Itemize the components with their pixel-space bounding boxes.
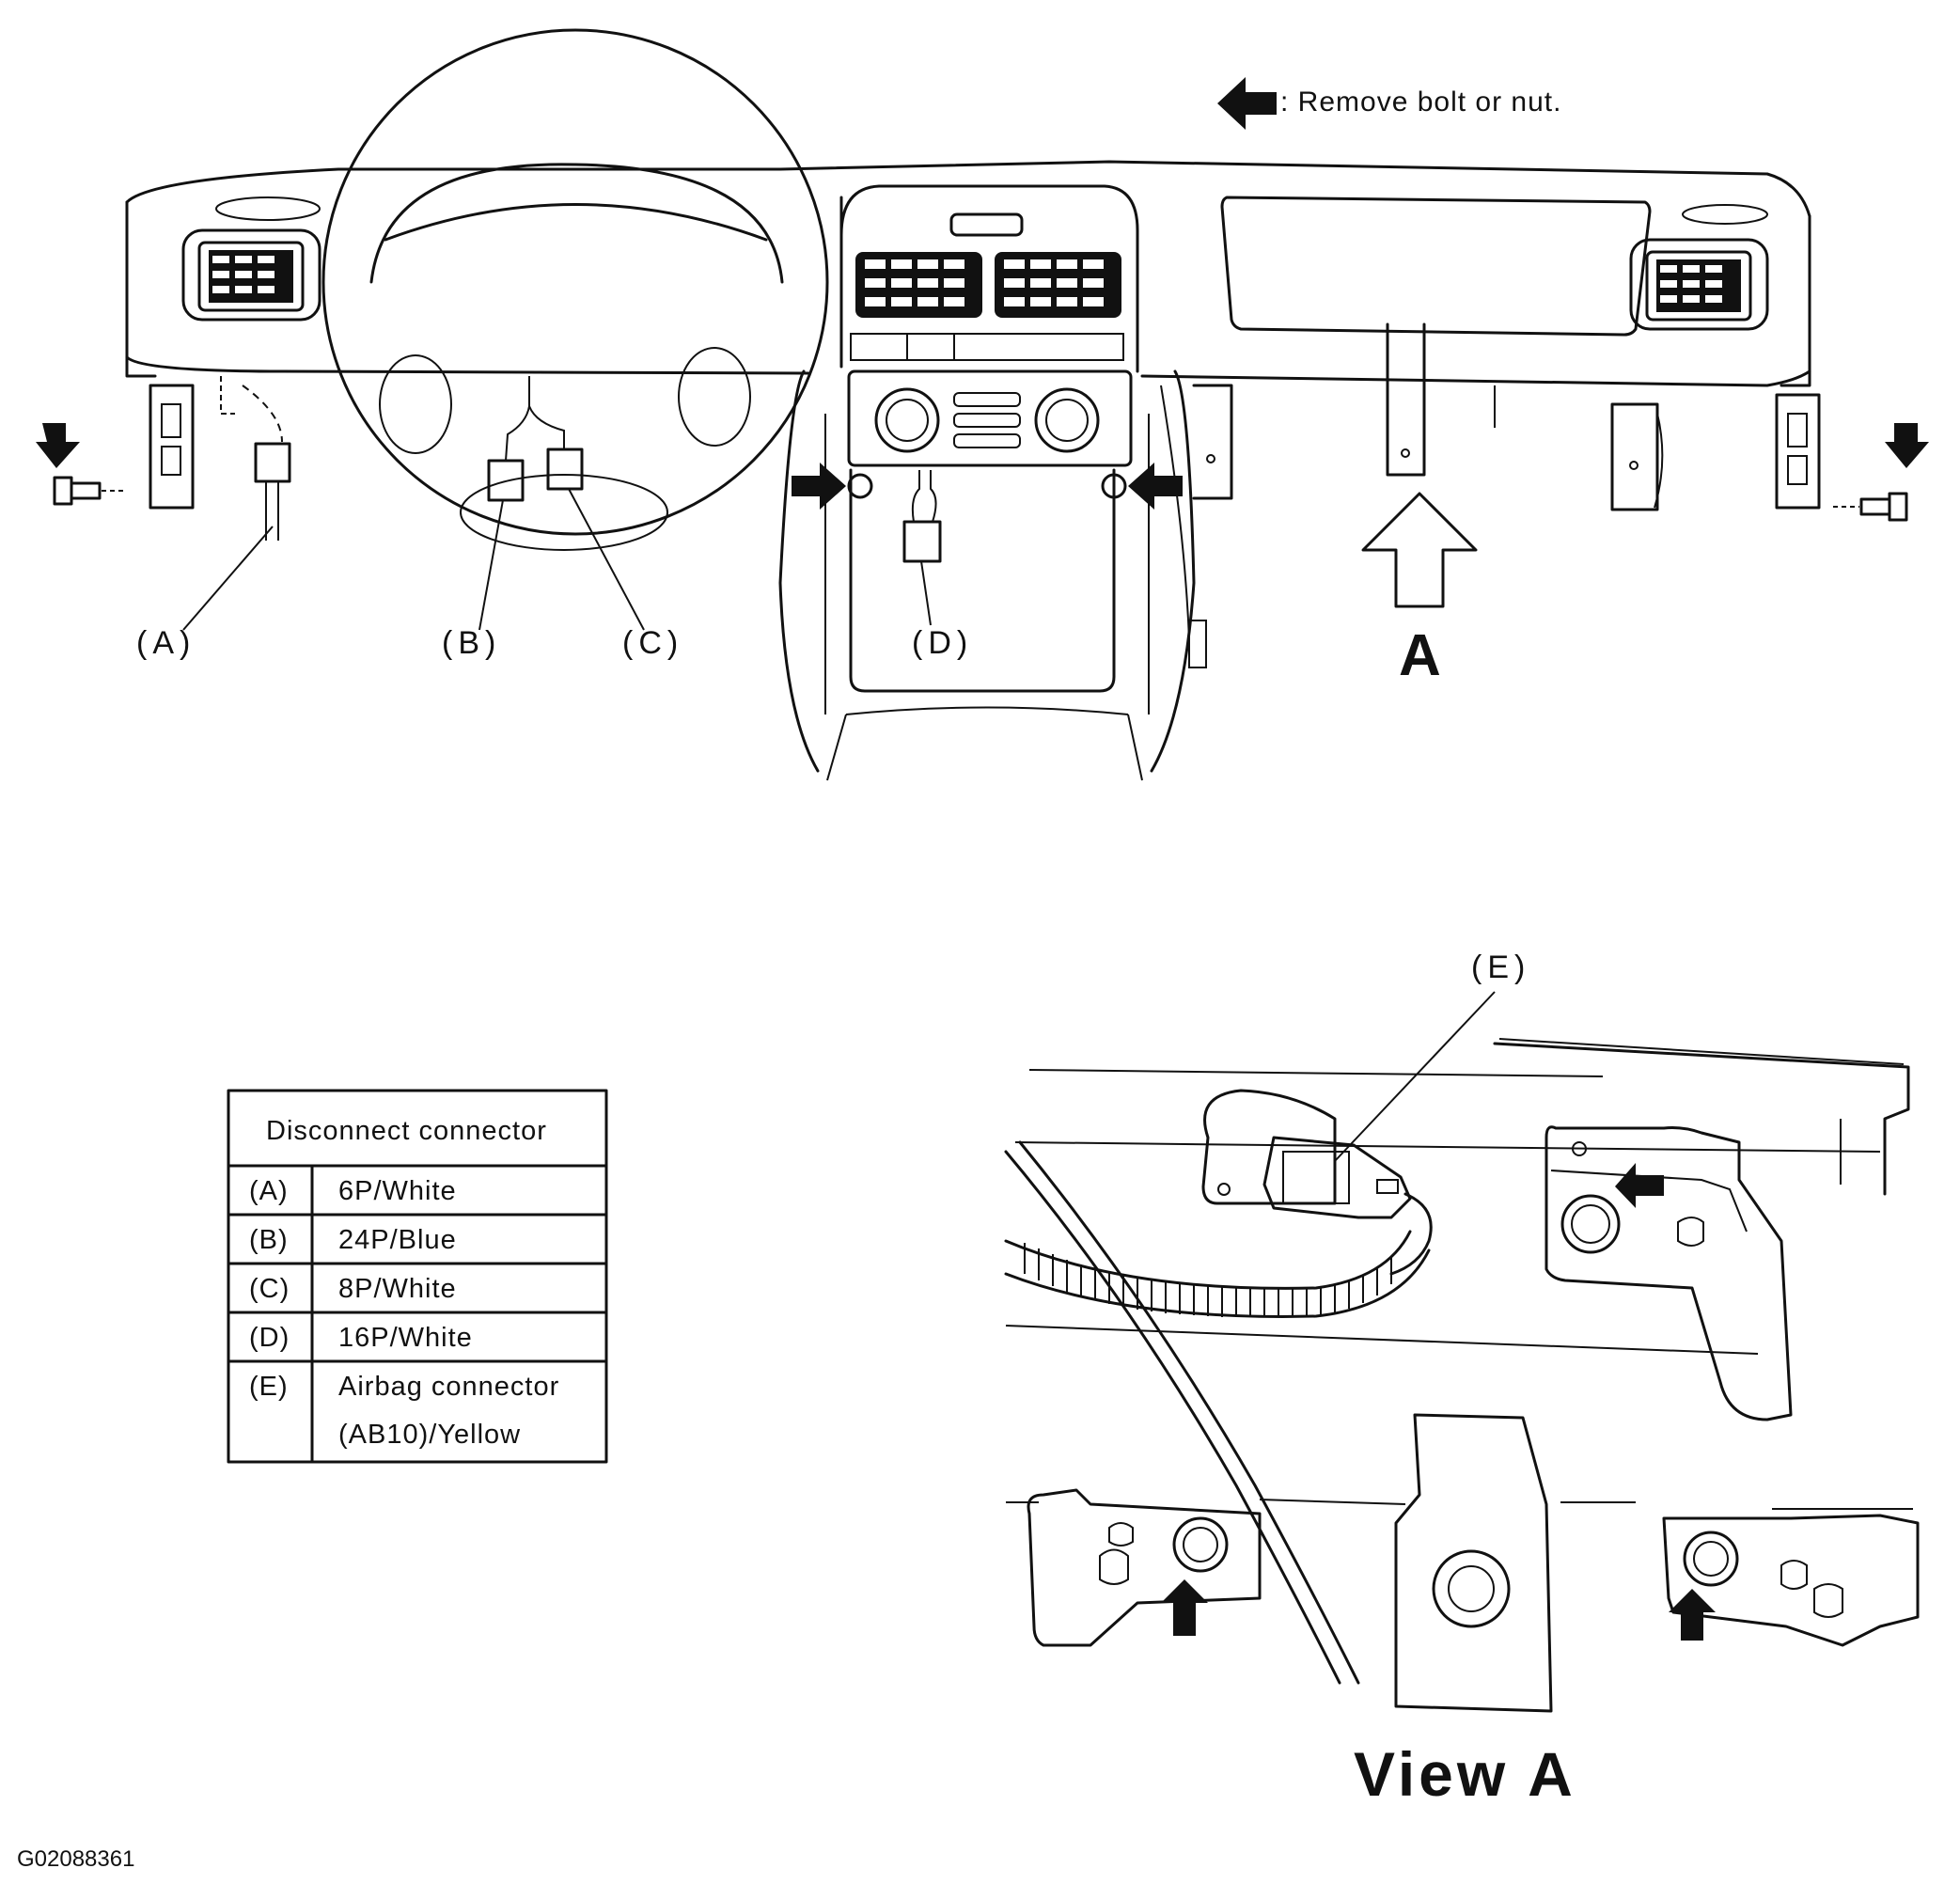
connector-d [902, 470, 942, 563]
table-value: Airbag connector [338, 1372, 559, 1402]
connector-a [254, 442, 291, 541]
view-a-detail [1004, 1038, 1920, 1713]
removal-arrow-icon [36, 423, 80, 468]
table-value: 16P/White [338, 1323, 473, 1353]
right-air-vent [1629, 238, 1769, 331]
table-value: 6P/White [338, 1176, 457, 1206]
legend-text: : Remove bolt or nut. [1280, 86, 1561, 118]
legend-arrow-icon [1217, 77, 1277, 130]
table-value: 24P/Blue [338, 1225, 457, 1255]
table-value-continued: (AB10)/Yellow [338, 1420, 521, 1450]
table-key: (A) [249, 1176, 289, 1206]
removal-arrow-icon [1161, 1579, 1208, 1636]
label-e: (E) [1471, 950, 1530, 985]
connector-c [546, 448, 584, 491]
table-key: (D) [249, 1323, 290, 1353]
label-b: (B) [442, 625, 501, 661]
table-value: 8P/White [338, 1274, 457, 1304]
table-key: (C) [249, 1274, 290, 1304]
removal-arrow-icon [1885, 423, 1929, 468]
table-key: (B) [249, 1225, 289, 1255]
left-bolt-icon [53, 476, 127, 506]
label-c: (C) [622, 625, 683, 661]
steering-wheel [321, 28, 829, 551]
label-a: (A) [136, 625, 196, 661]
table-header: Disconnect connector [266, 1116, 547, 1146]
removal-arrow-icon [792, 463, 846, 510]
view-a-title: View A [1354, 1739, 1576, 1809]
table-key: (E) [249, 1372, 289, 1402]
instrument-panel [53, 28, 1908, 781]
removal-arrow-icon [1128, 463, 1183, 510]
right-bolt-icon [1833, 492, 1908, 522]
left-side-bracket [149, 376, 283, 510]
center-console [778, 184, 1207, 781]
right-side-bracket [1192, 322, 1821, 511]
view-a-pointer-arrow [1361, 492, 1478, 608]
removal-arrow-icon [1615, 1163, 1664, 1208]
glove-box [1220, 196, 1652, 337]
figure-code: G02088361 [17, 1846, 134, 1872]
removal-arrow-icon [1669, 1589, 1716, 1641]
left-air-vent [181, 228, 321, 322]
view-marker-label: A [1399, 623, 1441, 688]
connector-table [227, 1089, 608, 1464]
label-d: (D) [912, 625, 973, 661]
